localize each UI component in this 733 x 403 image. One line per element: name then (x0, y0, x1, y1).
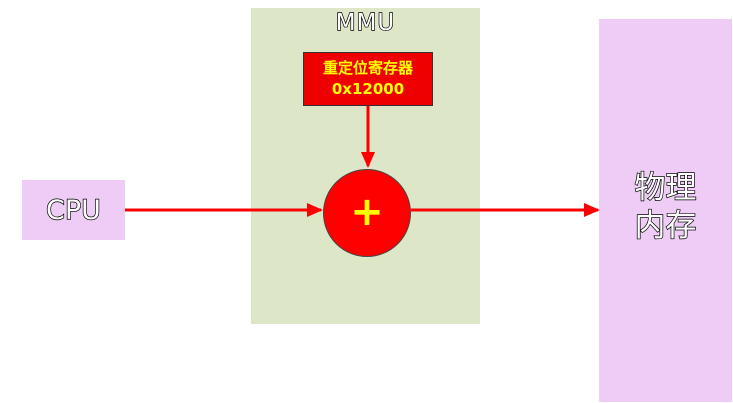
physical-memory-label-line2: 内存 (634, 207, 697, 244)
relocation-register-value: 0x12000 (331, 80, 405, 98)
plus-icon: + (350, 189, 384, 235)
physical-memory-box: 物理 内存 (599, 19, 732, 402)
mmu-label: MMU (335, 9, 396, 36)
physical-memory-label: 物理 内存 (599, 169, 732, 245)
cpu-box: CPU (22, 180, 125, 240)
cpu-label: CPU (45, 194, 101, 226)
physical-memory-label-line1: 物理 (634, 169, 697, 206)
adder-circle: + (323, 169, 411, 257)
relocation-register-label: 重定位寄存器 (322, 59, 413, 77)
relocation-register-box: 重定位寄存器 0x12000 (303, 52, 433, 106)
